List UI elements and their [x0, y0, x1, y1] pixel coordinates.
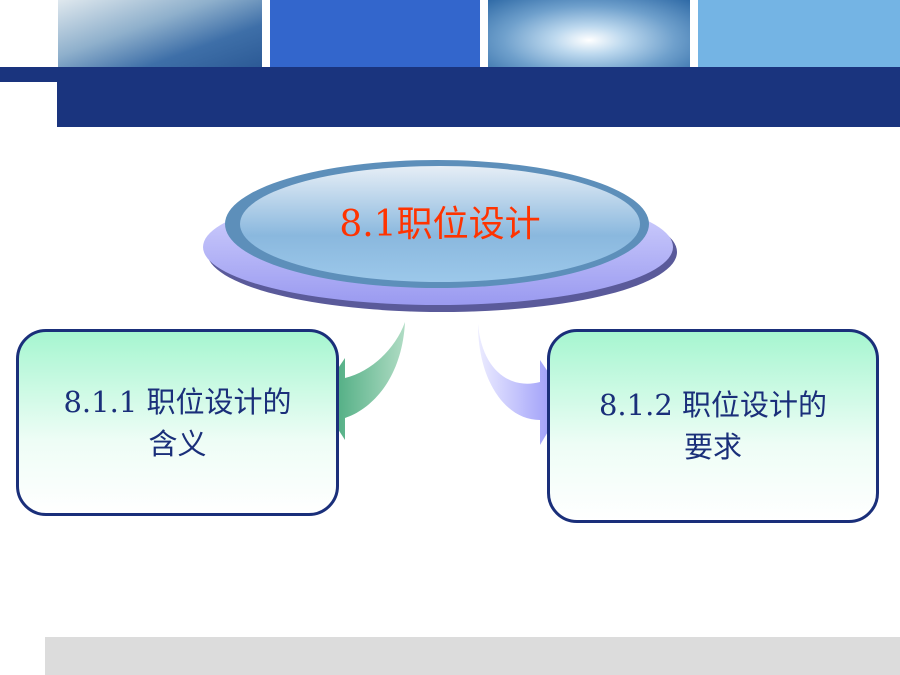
- right-box-line2: 要求: [683, 430, 742, 464]
- header-blue-block: [270, 0, 480, 67]
- left-box[interactable]: 8.1.1 职位设计的 含义: [16, 329, 339, 516]
- right-box-line1: 8.1.2 职位设计的: [598, 388, 827, 422]
- header-band: [57, 67, 900, 127]
- header-lightblue-block: [698, 0, 900, 67]
- left-box-line2: 含义: [148, 426, 207, 461]
- arrow-left: [318, 322, 405, 440]
- header-photo-buildings: [488, 0, 690, 67]
- left-box-line1: 8.1.1 职位设计的: [63, 384, 292, 419]
- header-photo-hands: [58, 0, 262, 67]
- ellipse-top: [240, 166, 640, 282]
- footer-bar: [45, 637, 900, 675]
- arrow-right: [478, 324, 567, 445]
- center-title: 8.1职位设计: [339, 204, 541, 245]
- right-box[interactable]: 8.1.2 职位设计的 要求: [547, 329, 879, 523]
